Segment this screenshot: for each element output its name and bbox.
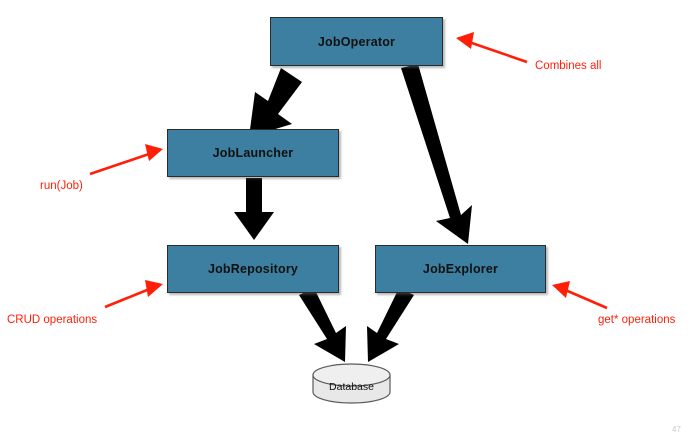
database-cylinder <box>312 363 391 404</box>
node-job-operator[interactable]: JobOperator <box>270 17 443 66</box>
node-job-repository-label: JobRepository <box>207 262 299 276</box>
node-job-launcher-label: JobLauncher <box>212 146 294 160</box>
annotation-arrow-crud-operations <box>104 280 163 309</box>
annotation-run-job: run(Job) <box>40 180 83 192</box>
annotation-crud-operations: CRUD operations <box>7 314 98 326</box>
node-job-launcher[interactable]: JobLauncher <box>167 129 339 177</box>
annotation-arrow-run-job <box>89 144 163 176</box>
node-job-explorer-label: JobExplorer <box>422 262 499 276</box>
arrow-explorer-to-database <box>367 288 414 362</box>
arrow-repository-to-database <box>299 288 346 362</box>
annotation-combines-all: Combines all <box>535 60 602 72</box>
annotation-get-operations: get* operations <box>598 314 676 326</box>
database-label: Database <box>329 381 374 393</box>
annotation-arrow-combines-all <box>456 32 528 64</box>
arrow-operator-to-explorer <box>401 64 472 244</box>
page-number: 47 <box>672 425 681 434</box>
node-job-explorer[interactable]: JobExplorer <box>375 245 546 293</box>
arrow-operator-to-launcher <box>249 68 302 137</box>
node-job-repository[interactable]: JobRepository <box>167 245 339 293</box>
annotation-arrow-get-operations <box>552 281 608 310</box>
arrow-launcher-to-repository <box>234 178 274 240</box>
node-job-operator-label: JobOperator <box>317 34 396 49</box>
